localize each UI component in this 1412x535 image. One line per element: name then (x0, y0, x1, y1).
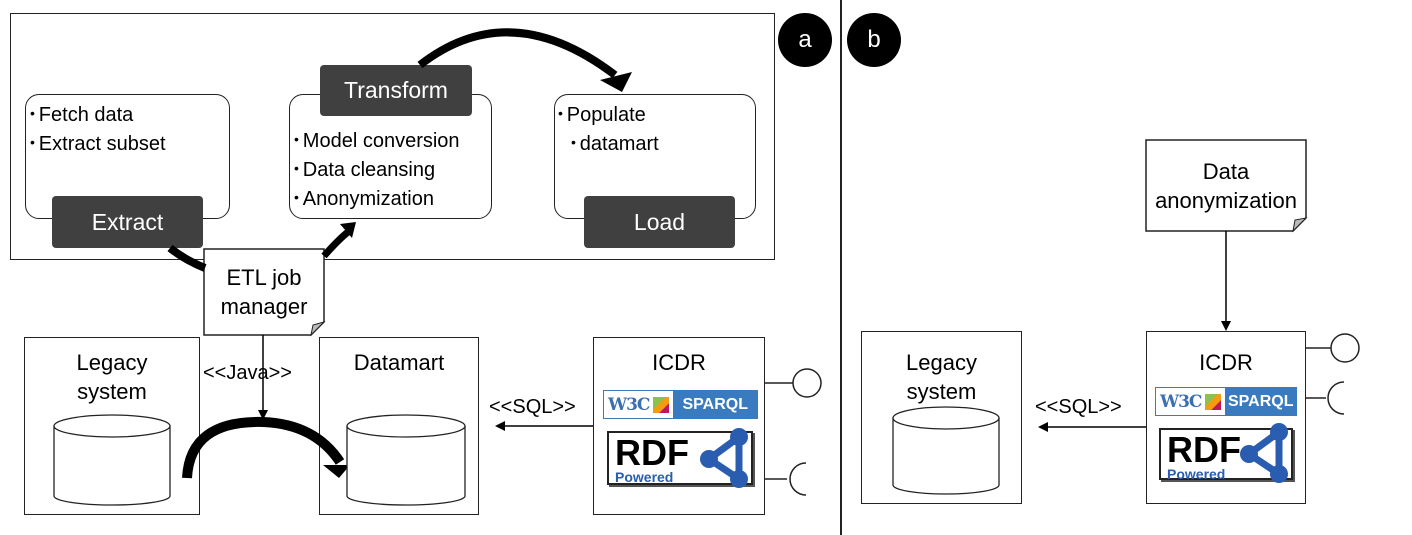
bullet-item: Anonymization (294, 184, 460, 213)
rdf-graph-icon (1240, 423, 1288, 483)
provided-interface-icon (765, 368, 822, 398)
w3c-logo-text: W3C (1156, 388, 1206, 415)
bullet-item: Populate (558, 100, 659, 129)
datamart-component: Datamart (319, 337, 479, 515)
java-protocol-label: <<Java>> (203, 362, 292, 384)
load-bullets: Populate datamart (558, 100, 659, 158)
transform-bullets: Model conversion Data cleansing Anonymiz… (294, 126, 460, 213)
rdf-logo-text: RDF (1167, 429, 1241, 470)
rdf-powered-logo-b: RDF Powered (1159, 423, 1293, 483)
semantic-web-cube-icon (1205, 394, 1222, 410)
title-line: system (77, 379, 147, 404)
legacy-system-title: Legacy system (862, 348, 1021, 406)
extract-label: Extract (52, 196, 203, 248)
panel-divider (840, 0, 842, 535)
note-line: manager (220, 294, 308, 319)
bullet-item: Extract subset (30, 129, 166, 158)
etl-job-manager-note: ETL job manager (204, 249, 324, 335)
bullet-item: Data cleansing (294, 155, 460, 184)
rdf-graph-icon (700, 428, 748, 488)
sql-protocol-label-a: <<SQL>> (489, 396, 576, 418)
legacy-to-datamart-arc (182, 416, 345, 479)
title-line: Legacy (906, 350, 977, 375)
required-interface-icon-b (1306, 381, 1345, 415)
note-line: anonymization (1155, 187, 1297, 213)
sql-protocol-label-b: <<SQL>> (1035, 396, 1122, 418)
transform-label: Transform (320, 65, 472, 116)
bullet-continuation: datamart (579, 133, 659, 155)
powered-logo-text: Powered (615, 469, 674, 485)
bullet-item: Fetch data (30, 100, 166, 129)
icdr-title: ICDR (652, 350, 706, 375)
data-anonymization-note: Data anonymization (1146, 140, 1306, 231)
icdr-title: ICDR (1199, 350, 1253, 375)
bullet-item: Model conversion (294, 126, 460, 155)
sparql-logo-text: SPARQL (673, 391, 757, 418)
provided-interface-icon-b (1306, 333, 1360, 363)
legacy-system-component: Legacy system (24, 337, 200, 515)
rdf-powered-logo: RDF Powered (607, 428, 753, 488)
title-line: Legacy (76, 350, 148, 375)
powered-logo-text: Powered (1167, 466, 1226, 482)
extract-bullets: Fetch data Extract subset (30, 100, 166, 158)
legacy-system-title: Legacy system (25, 348, 199, 406)
sparql-logo-text: SPARQL (1225, 388, 1296, 415)
panel-a-badge: a (778, 13, 832, 67)
legacy-system-component-b: Legacy system (861, 331, 1022, 504)
note-line: ETL job (226, 265, 302, 290)
w3c-sparql-logo-b: W3C SPARQL (1155, 387, 1297, 416)
load-label: Load (584, 196, 735, 248)
datamart-title: Datamart (353, 350, 445, 375)
w3c-sparql-logo: W3C SPARQL (603, 390, 758, 419)
required-interface-icon (765, 462, 807, 496)
w3c-logo-text: W3C (604, 391, 654, 418)
title-line: system (906, 379, 977, 404)
rdf-logo-text: RDF (615, 432, 689, 473)
semantic-web-cube-icon (653, 397, 670, 413)
panel-b-badge: b (847, 13, 901, 67)
bullet-item: datamart (558, 129, 659, 158)
note-line: Data (1202, 158, 1250, 184)
